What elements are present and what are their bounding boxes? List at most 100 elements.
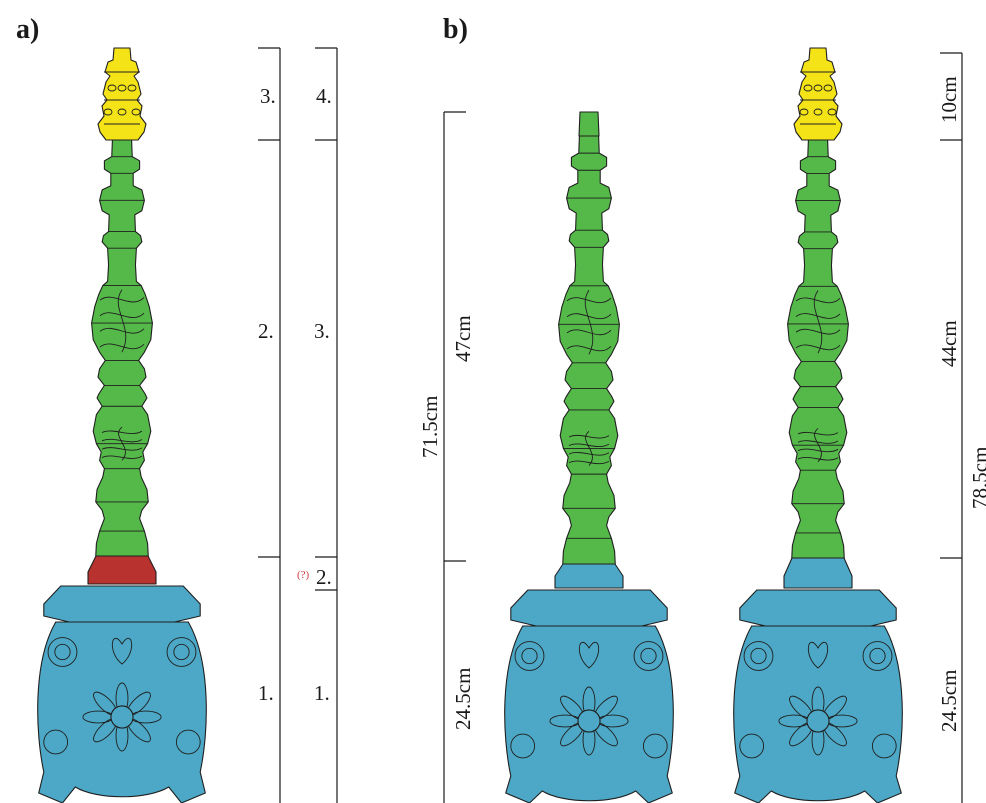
scroll-ornament: [510, 733, 536, 759]
rosette-center: [806, 709, 830, 733]
bead-ornament: [117, 84, 127, 92]
leaf-carving: [797, 448, 839, 453]
bead-ornament: [103, 108, 113, 116]
scroll-ornament: [871, 733, 897, 759]
leaf-carving: [99, 296, 145, 303]
leaf-carving: [99, 343, 145, 350]
base-plinth: [739, 589, 897, 627]
dimension-middle: 44cm: [937, 320, 961, 367]
dimension-total: 78.5cm: [968, 447, 986, 509]
panel-b-label: b): [443, 14, 468, 45]
scroll-ornament: [869, 647, 886, 665]
scroll-ornament: [173, 643, 190, 661]
dimension-upper: 47cm: [451, 315, 475, 362]
leaf-carving: [797, 431, 839, 436]
bead-ornament: [127, 84, 137, 92]
leaf-carving: [566, 313, 612, 320]
collar-ring: [87, 555, 157, 585]
leaf-carving: [584, 289, 594, 355]
bead-ornament: [827, 108, 837, 116]
scroll-ornament: [514, 641, 545, 671]
leaf-carving: [99, 327, 145, 334]
segment-label-1: 1.: [258, 681, 274, 705]
base-plinth: [43, 585, 201, 623]
scroll-ornament: [54, 643, 71, 661]
bead-ornament: [107, 84, 117, 92]
column-shaft: [787, 139, 849, 559]
leaf-carving: [101, 430, 143, 435]
heart-ornament: [111, 637, 133, 665]
collar-ring: [783, 557, 853, 589]
column-shaft: [91, 139, 153, 557]
leaf-carving: [117, 289, 127, 353]
leaf-carving: [568, 443, 610, 448]
segment-label-3: 3.: [314, 319, 330, 343]
leaf-carving: [566, 329, 612, 336]
segment-label-4: 4.: [316, 84, 332, 108]
leaf-carving: [797, 440, 839, 444]
leaf-carving: [101, 455, 143, 459]
leaf-carving: [568, 452, 610, 456]
leaf-carving: [101, 447, 143, 451]
scroll-ornament: [640, 647, 657, 665]
finial-shape: [793, 47, 843, 141]
bead-ornament: [799, 108, 809, 116]
panel-b-left-dimensions: 71.5cm 47cm 24.5cm: [418, 111, 475, 803]
scroll-ornament: [47, 637, 78, 667]
leaf-carving: [797, 457, 839, 461]
leaf-carving: [814, 428, 822, 463]
heart-ornament: [578, 641, 600, 669]
bead-ornament: [813, 84, 823, 92]
bead-ornament: [813, 108, 823, 116]
leaf-carving: [795, 297, 841, 304]
leaf-carving: [99, 312, 145, 319]
finial-shape: [97, 47, 147, 141]
scroll-ornament: [175, 729, 201, 755]
uncertain-mark: (?): [297, 569, 310, 581]
bead-ornament: [131, 108, 141, 116]
collar-ring: [554, 563, 624, 589]
leaf-carving: [568, 434, 610, 439]
leaf-carving: [795, 328, 841, 335]
segment-label-2: 2.: [258, 319, 274, 343]
scroll-ornament: [43, 729, 69, 755]
dimension-lower: 24.5cm: [937, 670, 961, 732]
panel-b-right-dimensions: 10cm 44cm 24.5cm 78.5cm: [937, 52, 986, 803]
scroll-ornament: [166, 637, 197, 667]
scroll-ornament: [642, 733, 668, 759]
column-shaft: [558, 135, 620, 565]
leaf-carving: [568, 460, 610, 465]
scroll-ornament: [521, 647, 538, 665]
rosette-center: [110, 705, 134, 729]
candlestick-b-right: [733, 47, 903, 803]
scroll-ornament: [739, 733, 765, 759]
segment-label-1: 1.: [314, 681, 330, 705]
candlestick-a: [37, 47, 207, 803]
scroll-ornament: [633, 641, 664, 671]
segment-label-2: 2.: [316, 565, 332, 589]
leaf-carving: [795, 313, 841, 319]
panel-a-scale-left: 3. 2. 1.: [258, 47, 281, 803]
dimension-top: 10cm: [937, 76, 961, 123]
dimension-lower: 24.5cm: [451, 668, 475, 730]
leaf-carving: [566, 345, 612, 352]
leaf-carving: [566, 297, 612, 304]
segment-label-3: 3.: [260, 84, 276, 108]
panel-a-label: a): [16, 14, 39, 45]
socket-tip: [578, 111, 600, 137]
rosette-center: [577, 709, 601, 733]
panel-a-scale-right: 4. 3. 2. (?) 1.: [297, 47, 338, 803]
leaf-carving: [118, 426, 126, 461]
leaf-carving: [813, 290, 823, 354]
bead-ornament: [823, 84, 833, 92]
scroll-ornament: [743, 641, 774, 671]
scroll-ornament: [750, 647, 767, 665]
candlestick-b-left: [504, 111, 674, 803]
bead-ornament: [803, 84, 813, 92]
base-plinth: [510, 589, 668, 627]
leaf-carving: [795, 344, 841, 351]
leaf-carving: [585, 430, 593, 466]
dimension-total: 71.5cm: [418, 396, 442, 458]
heart-ornament: [807, 641, 829, 669]
